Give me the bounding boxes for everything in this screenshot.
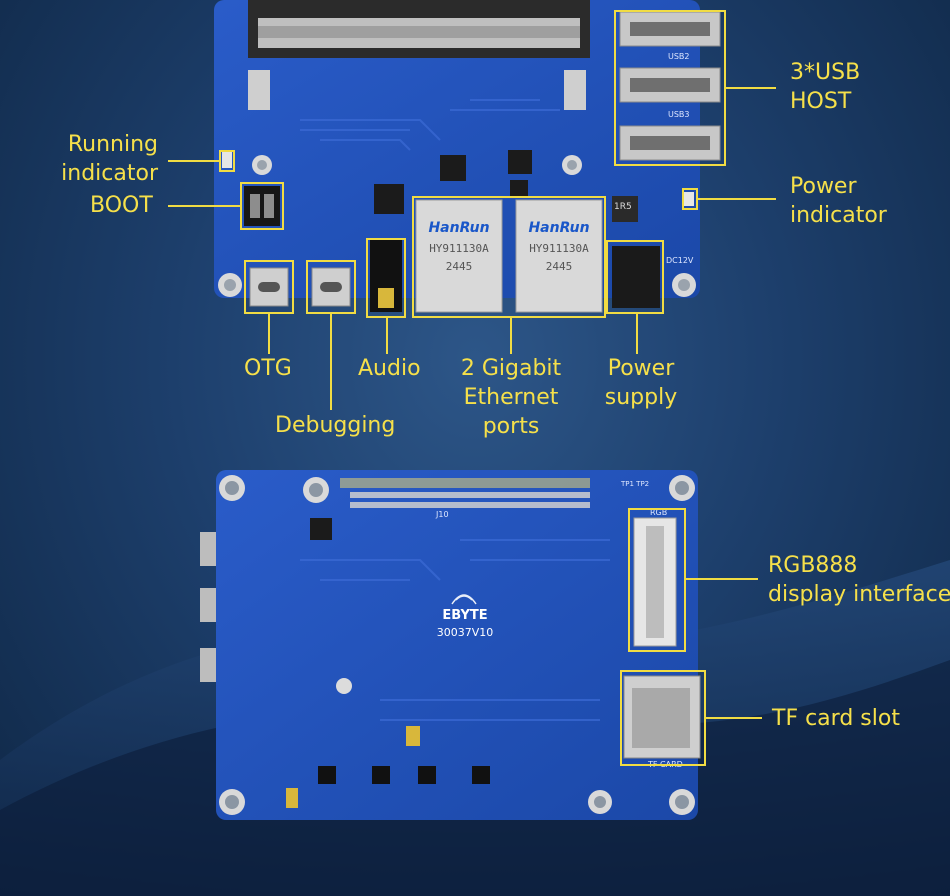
leader-running [168, 160, 220, 162]
jack-1-code: 2445 [445, 260, 473, 273]
chip [508, 150, 532, 174]
chip [440, 155, 466, 181]
highlight-ethernet [412, 196, 606, 318]
leader-boot [168, 205, 240, 207]
callout-power-indicator: Power indicator [790, 174, 887, 228]
callout-debugging: Debugging [275, 413, 396, 438]
callout-boot: BOOT [90, 193, 153, 218]
ethernet-jack-2 [515, 199, 603, 313]
callout-running-indicator: Running indicator [61, 132, 158, 186]
highlight-rgb [628, 508, 686, 652]
dc-jack [612, 246, 660, 308]
usb-stack [619, 11, 721, 161]
board-model: 30037V10 [436, 626, 494, 639]
highlight-usb [614, 10, 726, 166]
callout-rgb888: RGB888 display interface [768, 553, 950, 607]
power-led [684, 192, 694, 206]
leader-debug [330, 314, 332, 410]
callout-power-supply: Power supply [604, 356, 678, 410]
highlight-tf [620, 670, 706, 766]
jack-1-model: HY911130A [429, 242, 489, 255]
jack-2-brand: HanRun [528, 220, 590, 236]
running-led [222, 152, 232, 168]
jack-2-code: 2445 [545, 260, 573, 273]
leader-power-supply [636, 314, 638, 354]
callout-ethernet: 2 Gigabit Ethernet ports [460, 356, 562, 439]
inductor-label: 1R5 [614, 202, 632, 212]
leader-otg [268, 314, 270, 354]
ethernet-jack-1 [415, 199, 503, 313]
leader-power-led [698, 198, 776, 200]
leader-audio [386, 318, 388, 354]
gpio-header [340, 478, 590, 488]
inductor [612, 196, 638, 222]
highlight-otg [244, 260, 294, 314]
leader-tf [706, 717, 762, 719]
callout-tf-card: TF card slot [772, 706, 900, 731]
bottom-buttons [318, 766, 490, 784]
chip [510, 180, 528, 198]
jack-1-brand: HanRun [428, 220, 490, 236]
highlight-running-led [219, 150, 235, 172]
callout-otg: OTG [244, 356, 292, 381]
brand-logo: EBYTE [442, 608, 488, 623]
jack-2-model: HY911130A [529, 242, 589, 255]
chip [374, 184, 404, 214]
rgb-silk: RGB [650, 508, 668, 517]
tp-silk: TP1 TP2 [621, 480, 650, 488]
leader-rgb [686, 578, 758, 580]
usb3-silk: USB3 [668, 110, 690, 119]
highlight-power-led [682, 188, 698, 210]
callout-audio: Audio [358, 356, 421, 381]
leader-usb [726, 87, 776, 89]
leader-ethernet [510, 318, 512, 354]
highlight-audio [366, 238, 406, 318]
j10-silk: J10 [436, 510, 449, 519]
highlight-power-supply [606, 240, 664, 314]
bottom-board-pcb [216, 470, 698, 820]
highlight-debug [306, 260, 356, 314]
callout-usb-host: 3*USB HOST [790, 60, 861, 114]
usb2-silk: USB2 [668, 52, 690, 61]
dc-silk: DC12V [666, 256, 694, 265]
highlight-boot [240, 182, 284, 230]
